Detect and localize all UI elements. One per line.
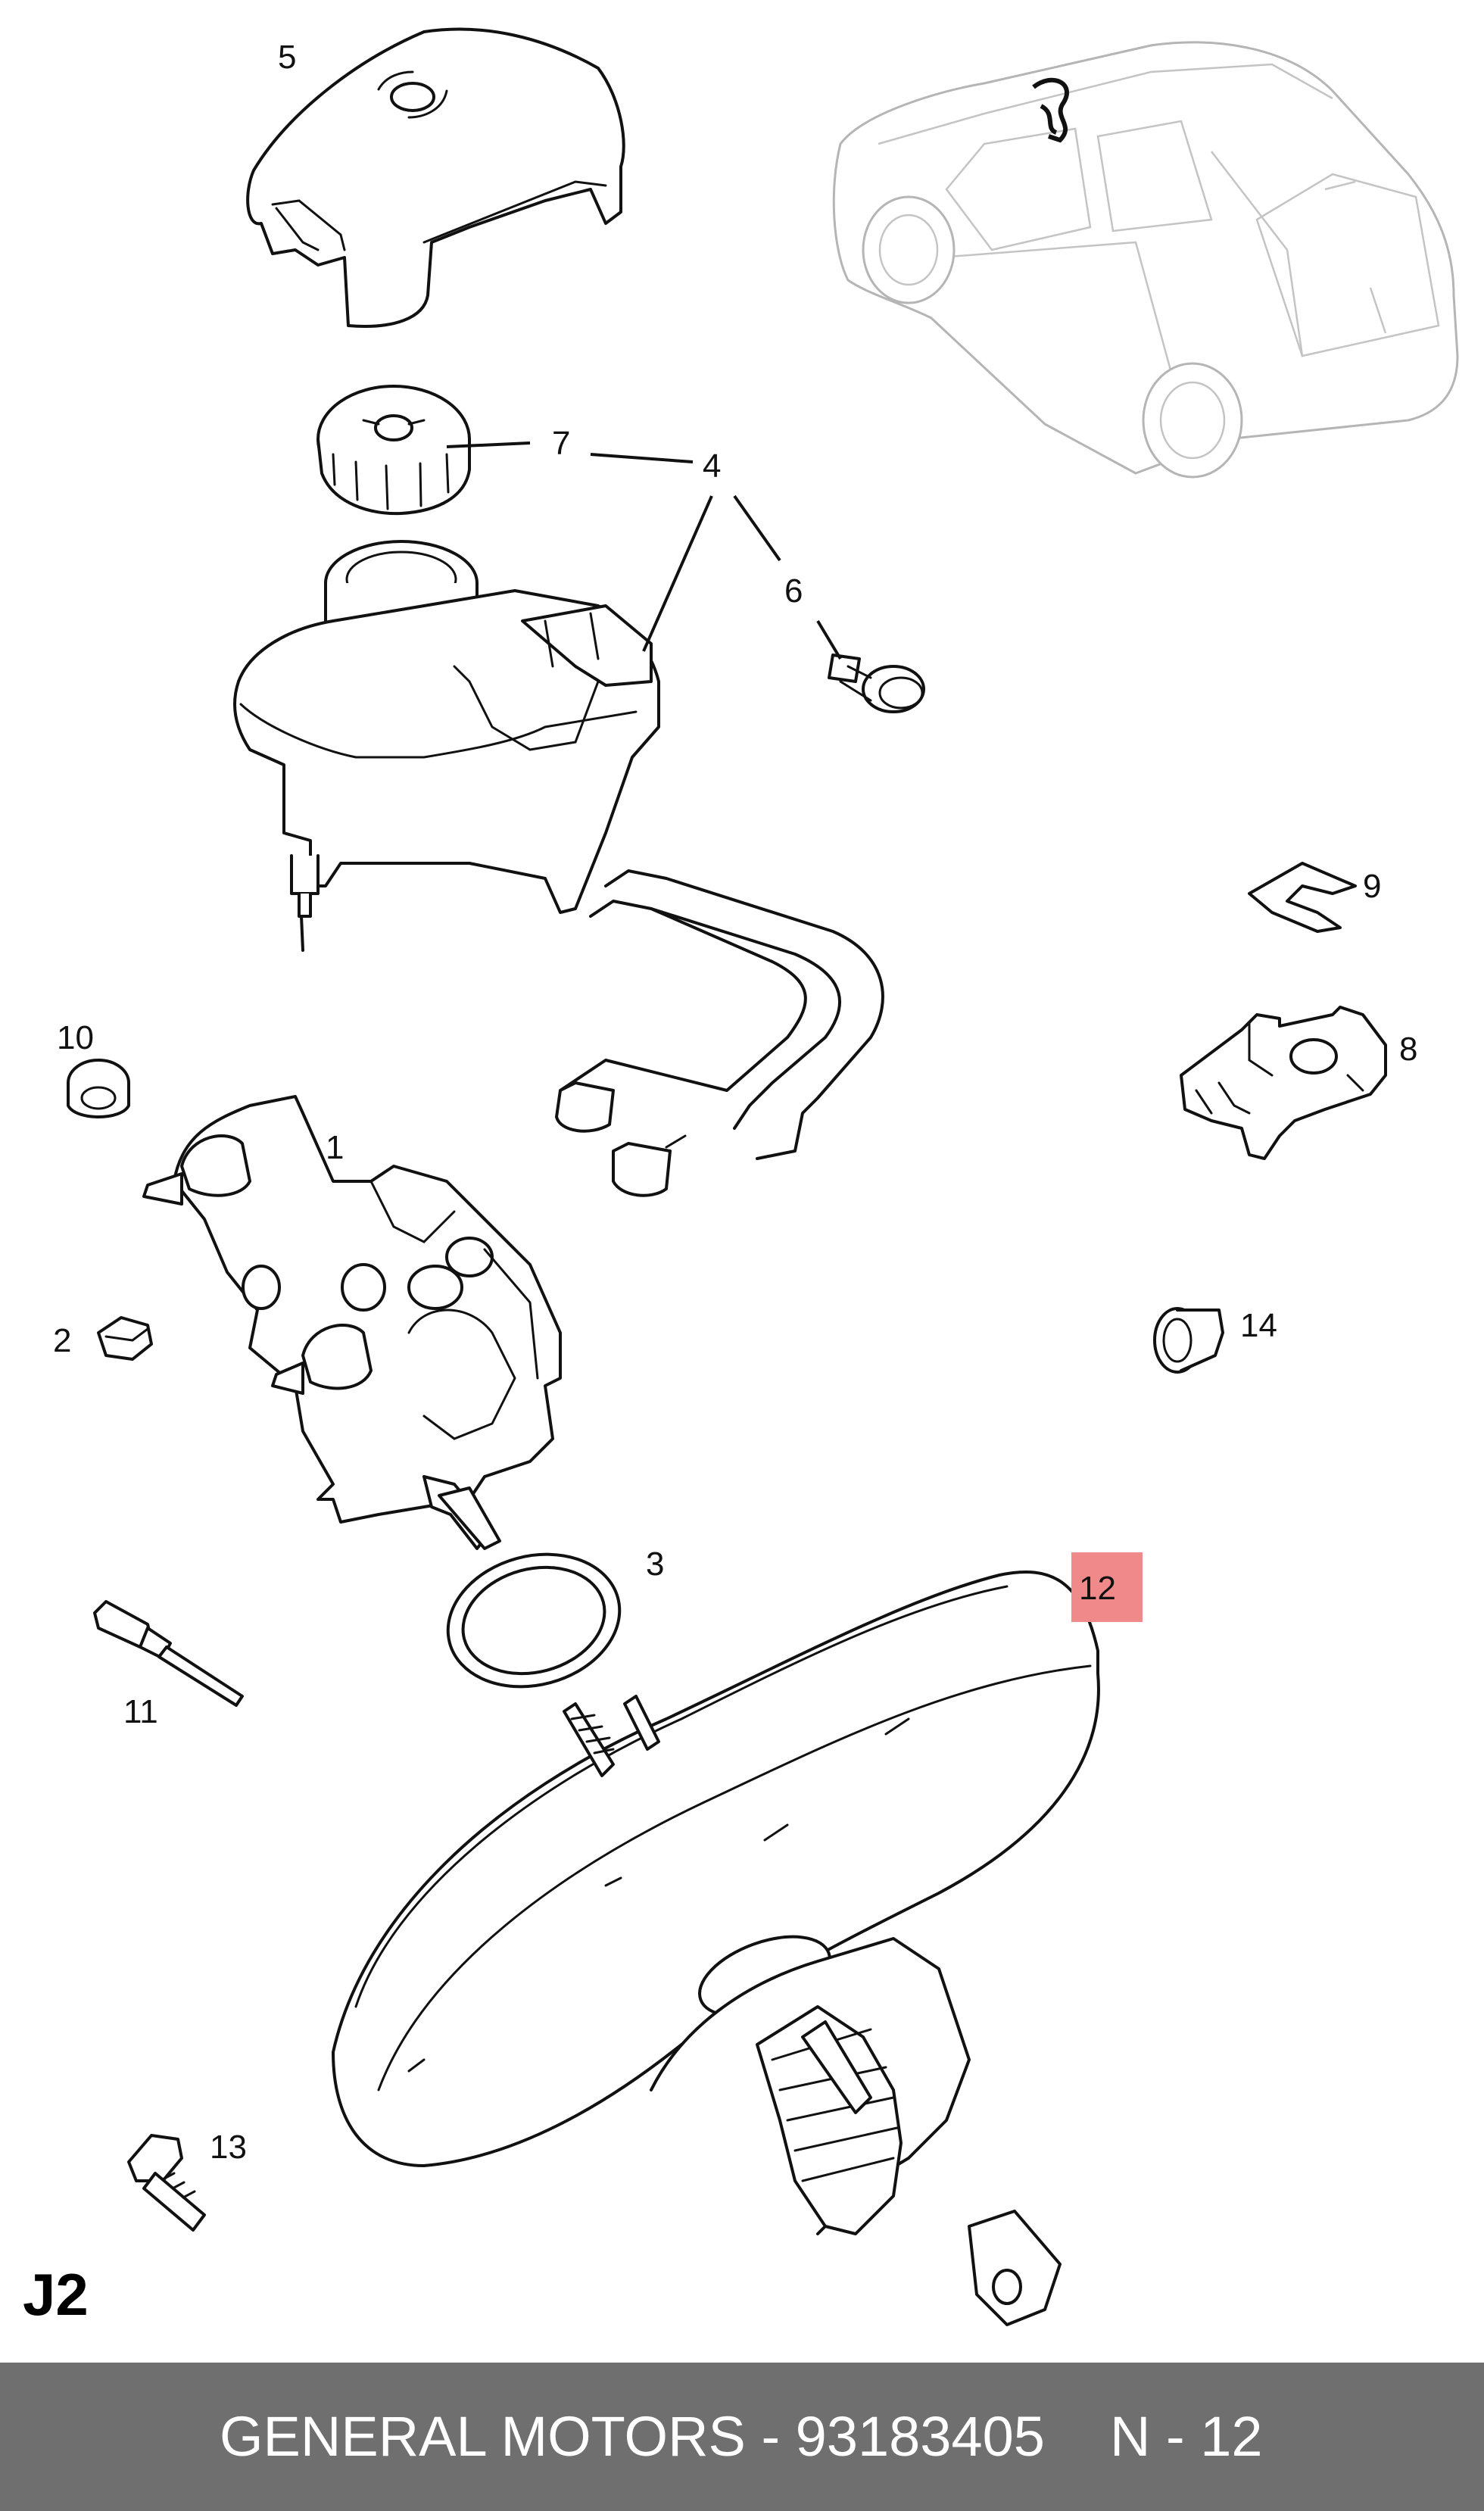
bolt-part: [127, 2134, 206, 2232]
callout-14[interactable]: 14: [1240, 1307, 1277, 1344]
parts-diagram: 5 7 4 6 9 10 8 1 14 2 3 12 11 13: [53, 27, 1459, 2326]
callout-13[interactable]: 13: [210, 2129, 247, 2166]
diagram-code: J2: [23, 2261, 89, 2328]
brake-booster-part: [332, 1571, 1100, 2326]
brake-fluid-reservoir-part: [233, 540, 884, 1197]
callout-6[interactable]: 6: [784, 572, 803, 610]
reservoir-cap-part: [316, 385, 471, 516]
master-cylinder-part: [142, 1095, 562, 1550]
callout-5[interactable]: 5: [278, 39, 296, 76]
clip-part: [1248, 862, 1357, 933]
footer-page-ref: N - 12: [1110, 2405, 1263, 2468]
callout-11[interactable]: 11: [123, 1693, 158, 1730]
callout-10[interactable]: 10: [57, 1019, 94, 1056]
vehicle-location-illustration: [832, 41, 1459, 479]
reservoir-grommet-part: [828, 653, 925, 713]
nut-part: [97, 1316, 153, 1361]
reservoir-cover-part: [246, 27, 625, 328]
highlight-box: [1071, 1552, 1143, 1622]
callout-8[interactable]: 8: [1399, 1031, 1417, 1068]
plug-part: [1153, 1307, 1224, 1374]
callout-7[interactable]: 7: [552, 425, 570, 462]
sensor-pin-part: [93, 1600, 244, 1707]
callout-12[interactable]: 12: [1079, 1570, 1116, 1607]
seal-ring-part: [446, 1552, 622, 1689]
callout-4[interactable]: 4: [703, 448, 721, 485]
leader-lines: [446, 441, 842, 660]
callout-3[interactable]: 3: [646, 1546, 664, 1583]
callout-9[interactable]: 9: [1363, 868, 1381, 905]
callout-2[interactable]: 2: [53, 1322, 71, 1359]
footer-bar: GENERAL MOTORS - 93183405 N - 12: [0, 2363, 1484, 2511]
bracket-part: [1180, 1006, 1387, 1160]
footer-part-number: GENERAL MOTORS - 93183405: [220, 2405, 1045, 2468]
callout-1[interactable]: 1: [326, 1129, 344, 1166]
grommet-part: [67, 1059, 130, 1118]
